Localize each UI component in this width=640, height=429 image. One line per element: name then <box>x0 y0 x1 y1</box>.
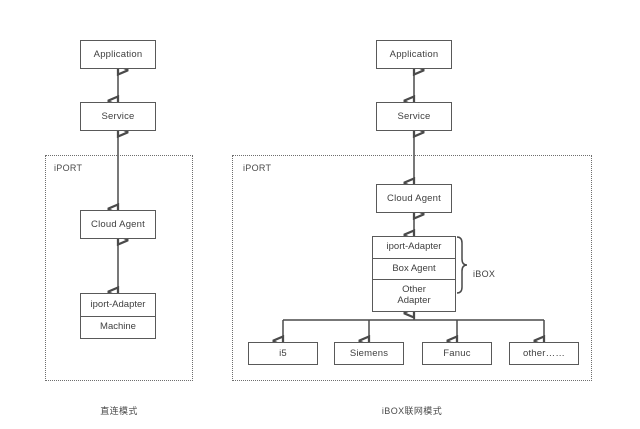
node-device-siemens[interactable]: Siemens <box>334 342 404 365</box>
cell-machine-left[interactable]: Machine <box>100 321 136 332</box>
node-device-other[interactable]: other…… <box>509 342 579 365</box>
stack-adapter-machine-left: iport-Adapter Machine <box>80 293 156 339</box>
stack-ibox: iport-Adapter Box Agent Other Adapter <box>372 236 456 312</box>
cell-iport-adapter-right[interactable]: iport-Adapter <box>373 237 455 259</box>
cell-box-agent[interactable]: Box Agent <box>373 259 455 280</box>
caption-direct-mode: 直连模式 <box>100 406 138 416</box>
node-device-fanuc[interactable]: Fanuc <box>422 342 492 365</box>
node-cloud-agent-left[interactable]: Cloud Agent <box>80 210 156 239</box>
node-device-i5[interactable]: i5 <box>248 342 318 365</box>
iport-zone-right-label: iPORT <box>243 163 272 173</box>
cell-iport-adapter-left[interactable]: iport-Adapter <box>81 294 155 317</box>
node-service-left[interactable]: Service <box>80 102 156 131</box>
node-service-right[interactable]: Service <box>376 102 452 131</box>
node-cloud-agent-right[interactable]: Cloud Agent <box>376 184 452 213</box>
iport-zone-left-label: iPORT <box>54 163 83 173</box>
node-application-right[interactable]: Application <box>376 40 452 69</box>
iport-zone-left <box>45 155 193 381</box>
cell-other-adapter[interactable]: Other Adapter <box>397 284 431 306</box>
caption-ibox-network-mode: iBOX联网模式 <box>381 406 443 416</box>
ibox-brace-label: iBOX <box>473 269 496 279</box>
node-application-left[interactable]: Application <box>80 40 156 69</box>
iport-zone-right <box>232 155 592 381</box>
